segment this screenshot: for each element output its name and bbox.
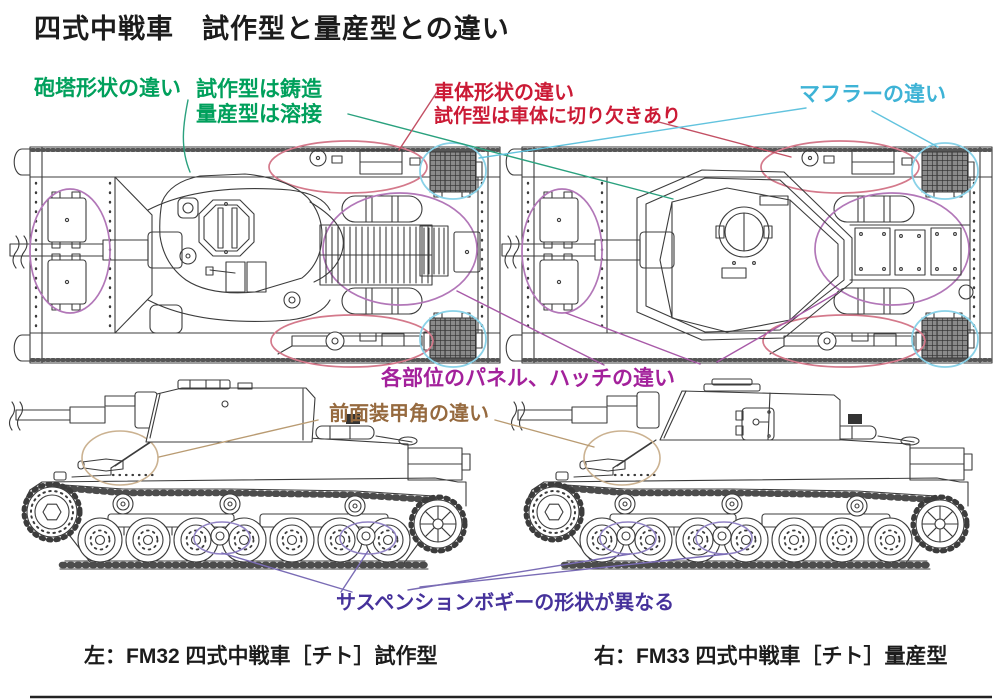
label-panels-hatches-difference: 各部位のパネル、ハッチの違い <box>381 367 675 390</box>
label-hull-line2: 試作型は車体に切り欠きあり <box>434 106 682 127</box>
caption-right-production: 右：FM33 四式中戦車［チト］量産型 <box>594 645 948 668</box>
label-front-armor-angle-difference: 前面装甲角の違い <box>329 403 489 425</box>
side-view-production <box>512 379 973 569</box>
page-title: 四式中戦車 試作型と量産型との違い <box>34 14 510 44</box>
caption-left-prototype: 左：FM32 四式中戦車［チト］試作型 <box>84 645 438 668</box>
top-view-prototype <box>8 139 502 369</box>
label-muffler-difference: マフラーの違い <box>799 83 946 106</box>
label-hull-shape-difference: 車体形状の違い 試作型は車体に切り欠きあり <box>434 81 681 129</box>
label-cast-vs-welded: 試作型は鋳造 量産型は溶接 <box>196 77 322 127</box>
label-cast-line: 試作型は鋳造 <box>196 78 322 101</box>
label-turret-shape-difference: 砲塔形状の違い <box>34 77 181 100</box>
label-weld-line: 量産型は溶接 <box>196 103 322 126</box>
label-hull-line1: 車体形状の違い <box>434 82 574 104</box>
top-view-production <box>500 139 994 369</box>
label-suspension-bogie-difference: サスペンションボギーの形状が異なる <box>336 592 675 614</box>
leader-lines <box>158 91 939 593</box>
